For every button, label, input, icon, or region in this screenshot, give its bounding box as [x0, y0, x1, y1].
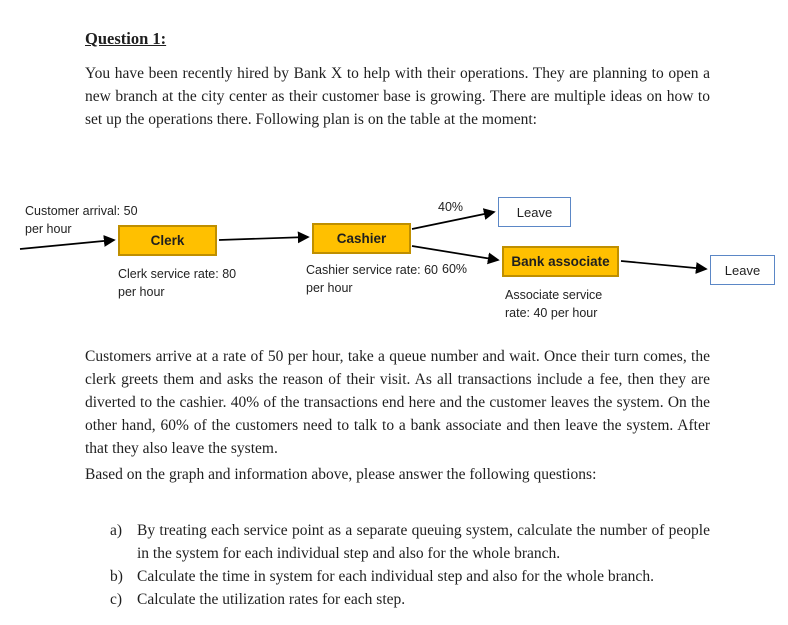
- prompt-paragraph: Based on the graph and information above…: [85, 466, 597, 483]
- flow-arrows: [19, 208, 708, 274]
- arrow-cashier-to-leave: [411, 208, 496, 230]
- leave-right-node: Leave: [710, 255, 775, 285]
- arrow-associate-to-leave: [620, 260, 708, 274]
- question-marker: a): [110, 522, 123, 539]
- question-item-a: a) By treating each service point as a s…: [85, 519, 710, 565]
- question-marker: c): [110, 591, 123, 608]
- cashier-service-rate-label: Cashier service rate: 60 per hour: [306, 263, 439, 295]
- clerk-service-rate-label: Clerk service rate: 80 per hour: [118, 267, 237, 299]
- question-text: Calculate the utilization rates for each…: [137, 591, 406, 608]
- arrow-arrival-to-clerk: [19, 235, 116, 250]
- question-marker: b): [110, 568, 123, 585]
- description-paragraph: Customers arrive at a rate of 50 per hou…: [85, 348, 710, 457]
- cashier-node: Cashier: [312, 223, 411, 254]
- arrow-cashier-to-associate: [411, 245, 500, 265]
- question-text: Calculate the time in system for each in…: [137, 568, 654, 585]
- question-item-c: c) Calculate the utilization rates for e…: [85, 588, 710, 611]
- customer-arrival-label: Customer arrival: 50 per hour: [25, 204, 138, 236]
- branch-60-percent-label: 60%: [442, 262, 468, 276]
- associate-service-rate-label: Associate service rate: 40 per hour: [505, 288, 603, 320]
- intro-paragraph: You have been recently hired by Bank X t…: [85, 65, 710, 128]
- document-content: Question 1: You have been recently hired…: [19, 0, 775, 611]
- process-flow-diagram: Customer arrival: 50 per hour Clerk Cler…: [0, 131, 788, 345]
- clerk-node: Clerk: [118, 225, 217, 256]
- branch-40-percent-label: 40%: [438, 200, 464, 214]
- leave-top-node: Leave: [498, 197, 571, 227]
- question-list: a) By treating each service point as a s…: [85, 519, 710, 611]
- question-title: Question 1:: [85, 29, 167, 48]
- arrow-clerk-to-cashier: [218, 231, 310, 244]
- bank-associate-node: Bank associate: [502, 246, 619, 277]
- question-item-b: b) Calculate the time in system for each…: [85, 565, 710, 588]
- question-text: By treating each service point as a sepa…: [137, 522, 710, 562]
